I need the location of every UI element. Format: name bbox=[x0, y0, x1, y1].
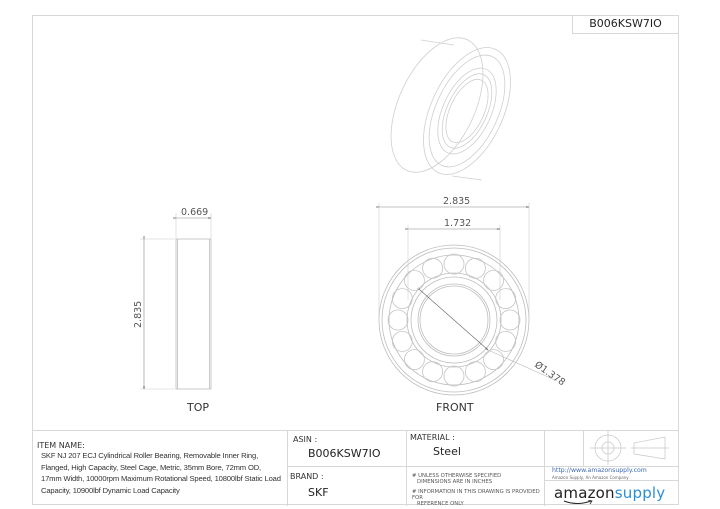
asin-header-tag: B006KSW7IO bbox=[572, 15, 679, 34]
company-url-link[interactable]: http://www.amazonsupply.com bbox=[552, 467, 647, 474]
company-url-cell: http://www.amazonsupply.com Amazon Suppl… bbox=[544, 467, 679, 481]
logo-cell: amazonsupply bbox=[544, 481, 679, 506]
front-inner-dimension: 1.732 bbox=[444, 218, 471, 229]
material-value: Steel bbox=[433, 445, 461, 458]
note-reference: # INFORMATION IN THIS DRAWING IS PROVIDE… bbox=[412, 489, 540, 508]
third-angle-projection-icon bbox=[590, 431, 669, 465]
asin-value: B006KSW7IO bbox=[308, 447, 381, 460]
asin-cell: ASIN : B006KSW7IO bbox=[287, 431, 406, 467]
drawing-frame bbox=[32, 15, 679, 505]
company-tagline: Amazon Supply, An Amazon Company bbox=[552, 475, 629, 480]
front-outer-dimension: 2.835 bbox=[443, 196, 470, 207]
material-label: MATERIAL : bbox=[410, 433, 455, 442]
amazonsupply-logo: amazonsupply bbox=[554, 484, 666, 502]
asin-label: ASIN : bbox=[293, 435, 318, 444]
top-view-label: TOP bbox=[187, 401, 210, 414]
front-view bbox=[379, 203, 558, 396]
top-height-dimension: 2.835 bbox=[133, 301, 144, 328]
projection-cell bbox=[544, 431, 679, 467]
top-view bbox=[140, 213, 211, 389]
front-view-label: FRONT bbox=[436, 401, 474, 414]
material-cell: MATERIAL : Steel bbox=[406, 431, 544, 467]
brand-cell: BRAND : SKF bbox=[287, 467, 406, 506]
bore-diameter-dimension: Ø1.378 bbox=[532, 359, 567, 388]
isometric-view bbox=[390, 37, 511, 181]
note-dimensions: # UNLESS OTHERWISE SPECIFIED DIMENSIONS … bbox=[412, 473, 502, 486]
notes-cell: # UNLESS OTHERWISE SPECIFIED DIMENSIONS … bbox=[406, 467, 544, 508]
title-block: ITEM NAME: SKF NJ 207 ECJ Cylindrical Ro… bbox=[32, 430, 679, 508]
top-width-dimension: 0.669 bbox=[181, 207, 208, 218]
amazon-smile-icon bbox=[563, 500, 593, 505]
projection-divider bbox=[583, 431, 584, 467]
item-name-label: ITEM NAME: bbox=[37, 441, 85, 450]
item-name-cell: ITEM NAME: SKF NJ 207 ECJ Cylindrical Ro… bbox=[32, 431, 287, 506]
brand-value: SKF bbox=[308, 486, 329, 499]
brand-label: BRAND : bbox=[290, 472, 324, 481]
item-name-value: SKF NJ 207 ECJ Cylindrical Roller Bearin… bbox=[41, 451, 281, 495]
